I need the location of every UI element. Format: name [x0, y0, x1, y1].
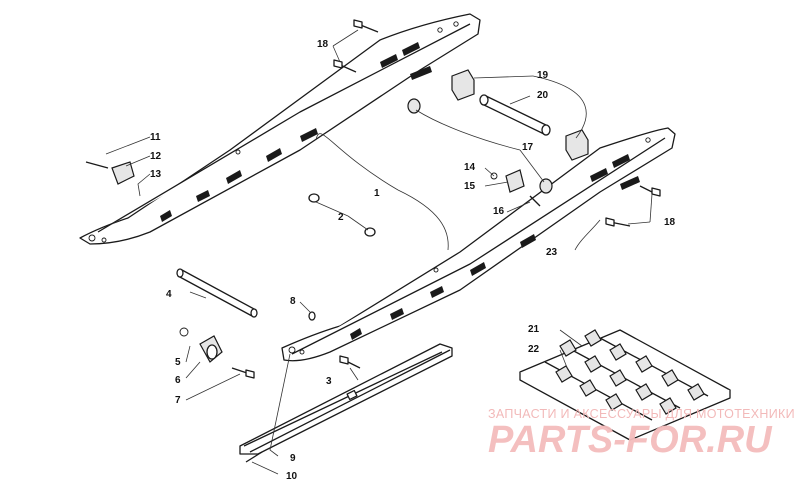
- callout-10: 10: [286, 471, 298, 482]
- callout-18-right: 18: [664, 217, 676, 228]
- leader-lines: [105, 29, 653, 475]
- callout-9: 9: [290, 453, 296, 464]
- axle-shaft: [176, 268, 258, 318]
- callout-5: 5: [175, 357, 181, 368]
- callout-13: 13: [150, 169, 162, 180]
- callout-22: 22: [528, 344, 540, 355]
- callout-21: 21: [528, 324, 540, 335]
- callout-4: 4: [166, 289, 172, 300]
- callout-3: 3: [326, 376, 332, 387]
- watermark-tagline: ЗАПЧАСТИ И АКСЕССУАРЫ ДЛЯ МОТОТЕХНИКИ: [488, 407, 795, 421]
- track-clip-set: [519, 329, 731, 441]
- callout-19: 19: [537, 70, 549, 81]
- callout-11: 11: [150, 132, 161, 143]
- callout-8: 8: [290, 296, 296, 307]
- callout-17: 17: [522, 142, 534, 153]
- callout-20: 20: [537, 90, 549, 101]
- callout-numbers: 1 2 3 4 5 6 7 8 9 10 11 12 13 14 15 16 1…: [150, 39, 676, 482]
- cross-shaft: [479, 94, 551, 136]
- callout-7: 7: [175, 395, 181, 406]
- callout-12: 12: [150, 151, 162, 162]
- watermark-logo: PARTS-FOR.RU: [488, 419, 773, 461]
- watermark: ЗАПЧАСТИ И АКСЕССУАРЫ ДЛЯ МОТОТЕХНИКИ PA…: [488, 407, 795, 461]
- callout-6: 6: [175, 375, 181, 386]
- spacer-blocks: [111, 69, 589, 363]
- callout-18-top: 18: [317, 39, 329, 50]
- callout-1: 1: [374, 188, 380, 199]
- callout-2: 2: [338, 212, 344, 223]
- callout-15: 15: [464, 181, 476, 192]
- rear-slide-rail: [79, 13, 481, 245]
- callout-16: 16: [493, 206, 505, 217]
- bolts: [85, 19, 661, 463]
- callout-14: 14: [464, 162, 476, 173]
- callout-23: 23: [546, 247, 558, 258]
- hyfax-slider: [239, 343, 453, 455]
- front-slide-rail: [281, 127, 676, 362]
